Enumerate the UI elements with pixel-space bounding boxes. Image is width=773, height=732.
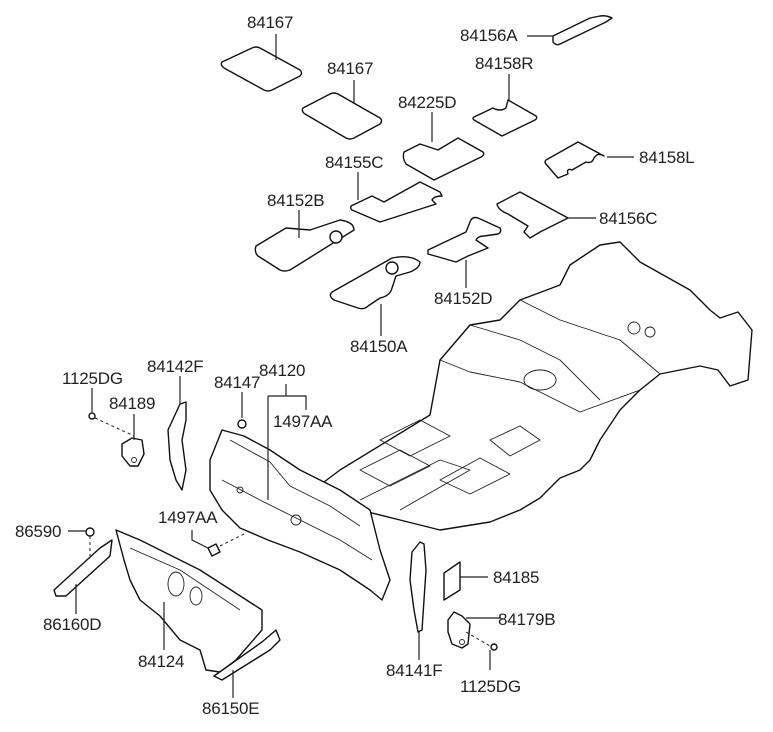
part-84147-grommet[interactable] [237, 392, 247, 429]
part-84158L[interactable] [544, 141, 634, 179]
label-84167-b[interactable]: 84167 [327, 59, 374, 78]
label-84185[interactable]: 84185 [493, 568, 540, 587]
label-1497AA-lower[interactable]: 1497AA [158, 508, 218, 527]
part-84142F[interactable] [167, 376, 187, 491]
part-86160D[interactable] [53, 539, 113, 614]
part-84152D[interactable] [427, 216, 502, 289]
label-1497AA-top[interactable]: 1497AA [273, 412, 333, 431]
label-86160D[interactable]: 86160D [43, 615, 102, 634]
part-84225D[interactable] [402, 112, 485, 181]
part-84152B[interactable] [254, 210, 355, 272]
label-84158L[interactable]: 84158L [639, 148, 695, 167]
label-86150E[interactable]: 86150E [202, 699, 260, 718]
label-84155C[interactable]: 84155C [325, 153, 384, 172]
part-84167-pad-a[interactable] [220, 34, 303, 92]
label-84150A[interactable]: 84150A [350, 337, 408, 356]
label-84124[interactable]: 84124 [138, 652, 185, 671]
label-84147[interactable]: 84147 [214, 373, 261, 392]
label-84156C[interactable]: 84156C [599, 209, 658, 228]
label-84167-a[interactable]: 84167 [247, 13, 294, 32]
part-84167-pad-b[interactable] [301, 80, 383, 140]
part-1497AA-pad[interactable] [191, 530, 245, 557]
label-84152D[interactable]: 84152D [434, 289, 493, 308]
label-1125DG-bottom[interactable]: 1125DG [460, 677, 521, 696]
part-floor-pan[interactable] [299, 241, 753, 531]
part-84158R[interactable] [472, 74, 538, 137]
label-84225D[interactable]: 84225D [398, 93, 457, 112]
label-86590[interactable]: 86590 [15, 522, 62, 541]
label-84141F[interactable]: 84141F [386, 661, 443, 680]
part-84120-dash-panel[interactable] [209, 384, 391, 601]
part-1125DG-bolt-top[interactable] [88, 388, 135, 437]
part-1125DG-bolt-bottom[interactable] [489, 643, 498, 670]
part-84156C[interactable] [496, 191, 596, 239]
part-84150A[interactable] [329, 255, 421, 336]
label-84189[interactable]: 84189 [109, 394, 156, 413]
label-84179B[interactable]: 84179B [498, 610, 556, 629]
part-86150E[interactable] [213, 629, 281, 698]
label-84152B[interactable]: 84152B [267, 191, 325, 210]
label-84120[interactable]: 84120 [259, 361, 306, 380]
label-84156A[interactable]: 84156A [460, 26, 518, 45]
part-84155C[interactable] [349, 172, 443, 223]
label-84158R[interactable]: 84158R [475, 54, 534, 73]
part-84189-bracket[interactable] [121, 414, 145, 467]
part-84156A[interactable] [527, 15, 613, 46]
part-84141F[interactable] [409, 541, 427, 660]
part-84185-pad[interactable] [443, 561, 488, 601]
label-84142F[interactable]: 84142F [147, 357, 204, 376]
part-84124[interactable] [115, 529, 263, 673]
part-86590-clip[interactable] [68, 527, 95, 556]
label-1125DG-top[interactable]: 1125DG [62, 369, 123, 388]
part-84179B-bracket[interactable] [447, 611, 500, 649]
